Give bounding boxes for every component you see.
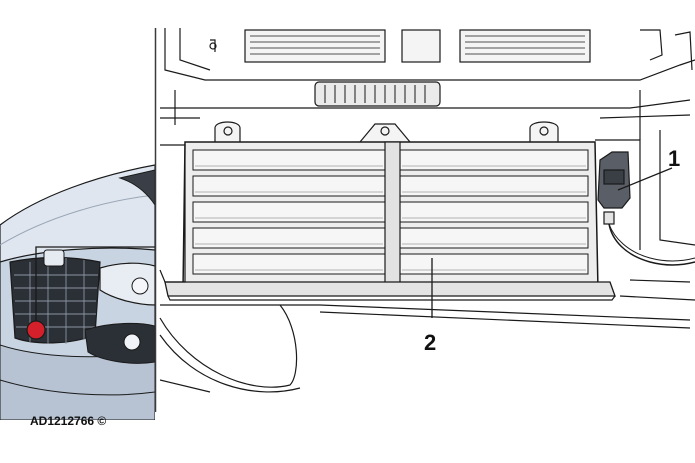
callout-1: 1	[617, 146, 680, 191]
fog-light	[123, 333, 141, 351]
mounting-tab-left	[214, 121, 241, 142]
brand-logo	[43, 249, 65, 267]
wheel-arch	[159, 304, 298, 388]
callout-label-2: 2	[424, 330, 436, 355]
mounting-tab-center	[359, 123, 411, 143]
center-mullion	[384, 141, 401, 291]
headlight	[99, 262, 155, 306]
location-frame	[35, 246, 155, 330]
car-front-inset	[0, 164, 155, 420]
upper-vent	[314, 81, 441, 107]
shutter-slats	[192, 149, 589, 275]
shutter-bottom-lip	[164, 281, 616, 297]
callout-2: 2	[424, 258, 436, 355]
wiring-harness	[608, 223, 695, 266]
reference-code: AD1212766 ©	[30, 414, 106, 428]
callout-label-1: 1	[668, 146, 680, 171]
shutter-location-marker	[26, 320, 46, 340]
shutter-detail-view	[159, 28, 695, 393]
mounting-tab-right	[529, 121, 559, 142]
lower-intake	[84, 322, 155, 364]
